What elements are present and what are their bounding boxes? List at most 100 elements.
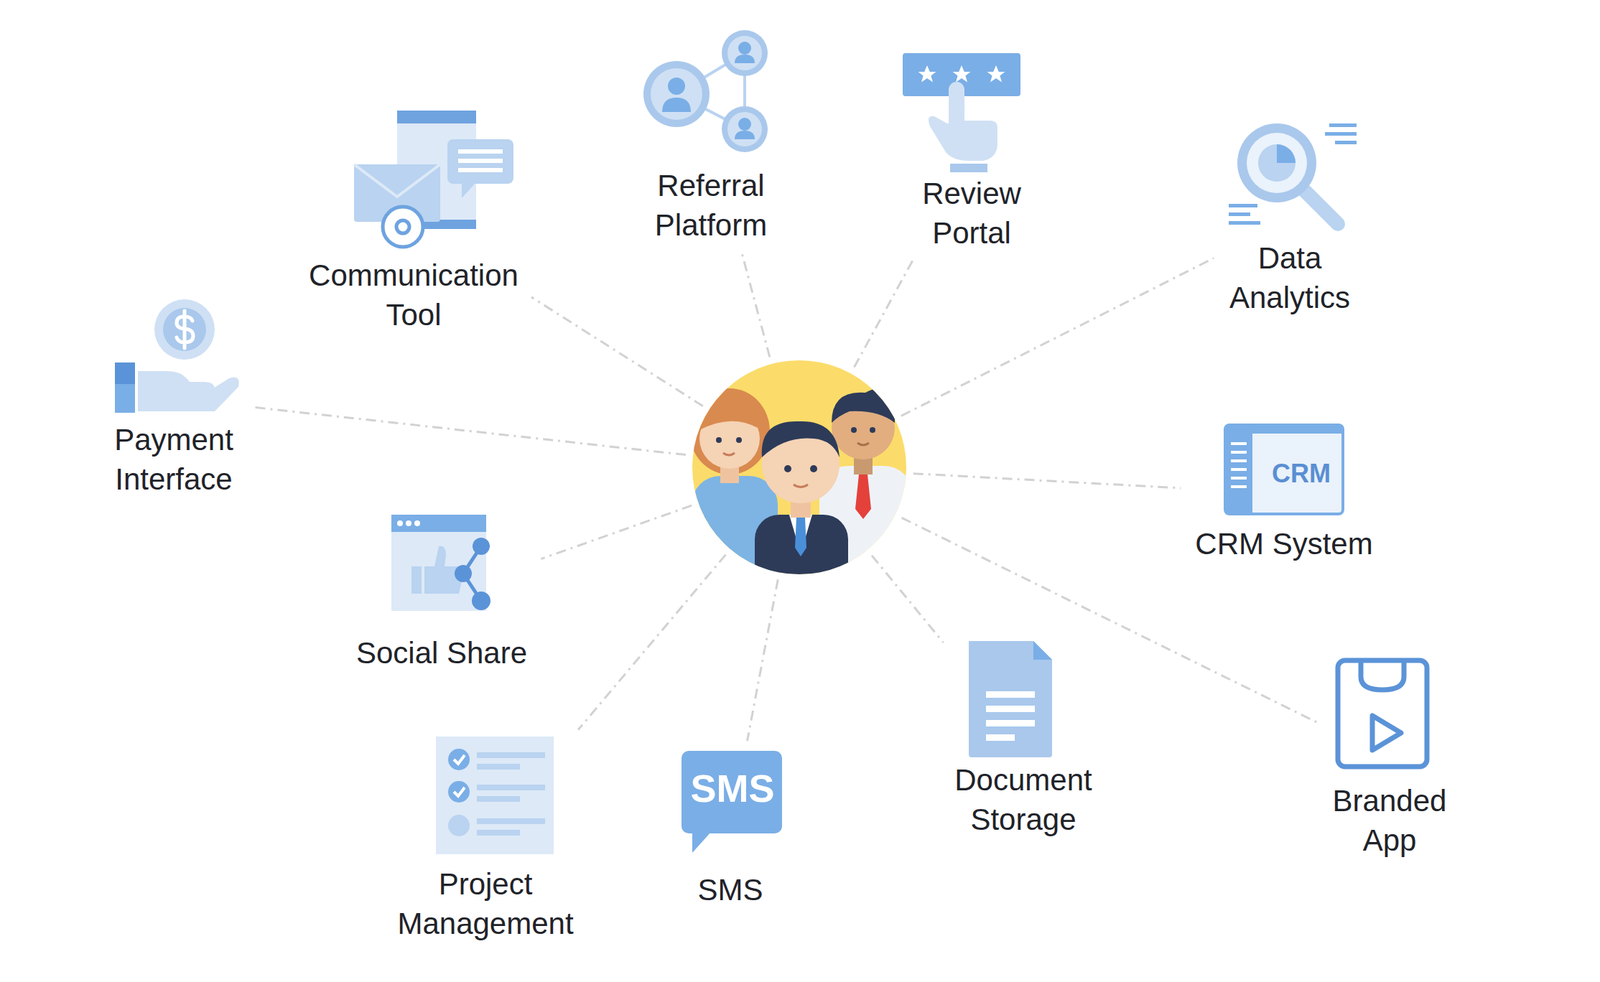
social-icon-part — [405, 520, 412, 527]
communication-icon-part — [458, 158, 503, 164]
document-icon-part — [968, 641, 1053, 758]
tool-node: Review Portal — [907, 53, 1037, 253]
communication-icon-part — [461, 183, 475, 199]
team-illustration-part — [850, 427, 857, 434]
social-icon-part — [391, 514, 487, 612]
project-icon-part — [435, 736, 554, 855]
referral-icon-part — [738, 117, 752, 131]
review-icon-part — [950, 163, 988, 173]
node-label: Branded App — [1332, 782, 1448, 861]
team-illustration-part — [857, 443, 869, 446]
social-icon-part — [454, 565, 472, 583]
tool-node: Project Management — [391, 736, 579, 944]
team-illustration-part — [810, 465, 818, 473]
tool-node: Payment Interface — [105, 298, 243, 500]
dashed-connector — [741, 253, 770, 358]
dashed-connector — [540, 505, 692, 559]
team-illustration-part — [715, 437, 722, 444]
payment-icon-part — [114, 362, 136, 385]
node-label: CRM System — [1189, 524, 1379, 565]
referral-icon-part — [727, 35, 762, 71]
payment-icon-part — [176, 310, 194, 349]
referral-icon-part — [738, 41, 752, 55]
analytics-icon-part — [1276, 144, 1296, 164]
communication-icon-part — [396, 220, 410, 234]
team-illustration-part — [689, 388, 913, 602]
analytics-icon-part — [1246, 132, 1308, 194]
referral-icon-part — [667, 77, 686, 95]
team-illustration-part — [784, 465, 792, 473]
referral-icon-part — [650, 68, 703, 120]
referral-icon-part — [734, 54, 755, 64]
node-label: Communication Tool — [308, 256, 519, 335]
crm-icon-part — [1225, 433, 1253, 515]
dashed-connector — [853, 260, 913, 368]
analytics-icon-part — [1304, 191, 1338, 225]
sms-icon-part — [681, 751, 783, 834]
document-icon-part — [985, 720, 1035, 727]
project-icon-part — [448, 749, 470, 771]
social-icon-part — [414, 520, 421, 527]
review-icon — [902, 53, 1021, 173]
dashed-connector — [871, 555, 944, 643]
review-icon-part — [918, 65, 937, 83]
tool-node: Data Analytics — [1221, 122, 1358, 318]
node-label: Social Share — [350, 634, 533, 674]
tool-node: Communication Tool — [303, 109, 525, 335]
social-icon-part — [391, 514, 487, 533]
team-illustration — [689, 360, 913, 602]
branded-app-icon-part — [1337, 660, 1427, 767]
crm-icon-part — [1230, 442, 1247, 446]
communication-icon-part — [382, 206, 423, 248]
team-illustration-part — [794, 517, 807, 557]
node-label: SMS — [697, 871, 763, 911]
crm-icon-part — [1225, 425, 1343, 434]
branded-app-icon-part — [1360, 660, 1404, 691]
communication-icon — [354, 110, 514, 248]
referral-icon-part — [662, 97, 691, 113]
document-icon-part — [1033, 641, 1053, 660]
analytics-icon-part — [1258, 144, 1296, 182]
dashed-connector — [250, 407, 686, 456]
social-icon-part — [397, 520, 403, 527]
payment-icon-part — [114, 362, 136, 413]
tool-node: Referral Platform — [635, 30, 787, 245]
team-illustration-part — [761, 421, 840, 458]
project-icon-part — [453, 787, 465, 797]
crm-icon — [1225, 425, 1343, 515]
referral-icon-part — [727, 112, 762, 147]
tool-node: Branded App — [1327, 656, 1453, 861]
analytics-icon — [1228, 123, 1357, 225]
dashed-connector — [531, 297, 704, 407]
communication-icon-part — [458, 149, 503, 154]
project-icon-part — [476, 764, 520, 770]
analytics-icon-part — [1228, 203, 1258, 208]
document-icon-part — [985, 691, 1035, 699]
project-icon-part — [453, 755, 465, 765]
project-icon-part — [476, 752, 546, 759]
team-illustration-part — [736, 437, 742, 444]
team-illustration-part — [754, 514, 849, 602]
analytics-icon-part — [1237, 123, 1317, 203]
tool-node: Social Share — [350, 515, 533, 674]
communication-icon-part — [447, 139, 514, 184]
node-label: Document Storage — [954, 761, 1092, 840]
team-illustration-part — [689, 388, 770, 475]
tool-node: Document Storage — [948, 640, 1098, 840]
dashed-connector — [747, 579, 779, 742]
team-illustration-part — [793, 484, 808, 488]
dashed-connector — [913, 473, 1182, 489]
project-icon-part — [448, 781, 470, 803]
team-illustration-part — [869, 427, 876, 434]
branded-app-icon — [1337, 660, 1427, 767]
project-icon-part — [476, 784, 546, 791]
icon-text: CRM — [1271, 461, 1331, 487]
social-icon — [391, 514, 491, 612]
crm-icon-part — [1230, 459, 1247, 463]
review-icon-part — [987, 65, 1006, 83]
document-icon — [968, 641, 1053, 758]
payment-icon-part — [163, 308, 207, 352]
node-label: Data Analytics — [1229, 239, 1351, 318]
